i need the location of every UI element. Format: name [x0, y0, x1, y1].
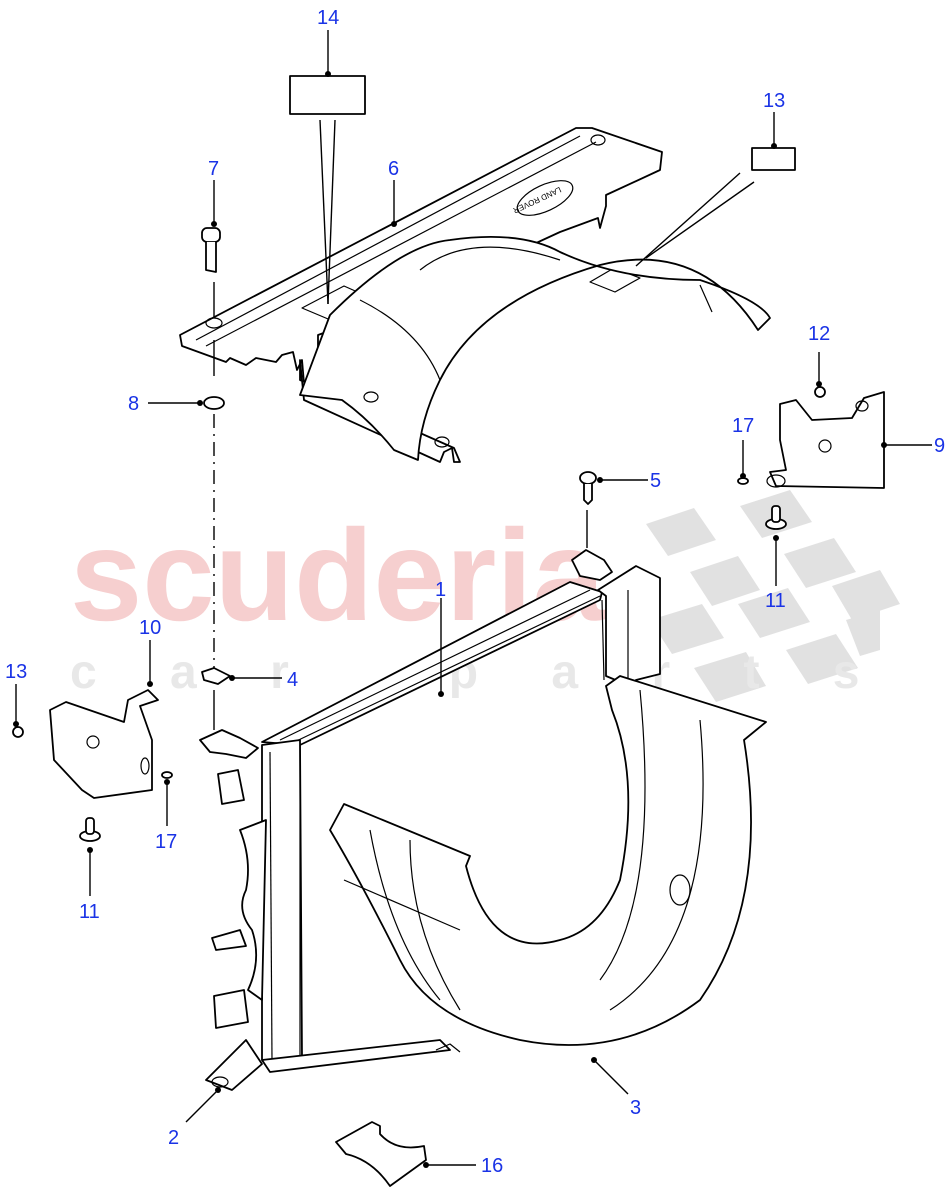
callout-11-left: 11	[79, 901, 100, 923]
callout-11-right: 11	[765, 590, 786, 612]
part-4-clip-nut	[201, 667, 231, 730]
callout-7: 7	[208, 158, 219, 180]
part-15-label-box	[289, 75, 366, 305]
callout-8: 8	[128, 393, 139, 415]
callout-9: 9	[934, 435, 945, 457]
callout-14: 13	[763, 90, 785, 112]
callout-4: 4	[287, 669, 298, 691]
callout-17-right: 17	[732, 415, 754, 437]
part-13-nut	[12, 726, 24, 738]
part-11-stud-right	[765, 505, 787, 530]
callout-16: 16	[481, 1155, 503, 1177]
part-12-nut	[814, 386, 826, 398]
part-17-plug-left	[161, 771, 173, 779]
part-10-bracket-left	[49, 689, 159, 799]
part-5-screw	[579, 471, 597, 548]
callout-10: 10	[139, 617, 161, 639]
callout-6: 6	[388, 158, 399, 180]
callout-1: 1	[435, 579, 446, 601]
callout-3: 3	[630, 1097, 641, 1119]
part-1-radiator	[199, 549, 661, 1091]
part-6-upper-fan-cowl: LAND ROVER	[179, 127, 771, 463]
callout-2: 2	[168, 1127, 179, 1149]
watermark: scuderia c a r p a r t s	[70, 490, 900, 702]
callout-15: 14	[317, 7, 339, 29]
part-14-label-box	[635, 147, 796, 267]
checkered-flag-watermark	[646, 490, 900, 702]
part-7-push-rivet	[201, 227, 221, 318]
callout-17-left: 17	[155, 831, 177, 853]
part-16-sleeve	[335, 1121, 427, 1187]
part-9-bracket-right	[766, 391, 885, 489]
part-3-lower-fan-shroud	[329, 675, 767, 1053]
callout-13: 13	[5, 661, 27, 683]
callouts: 14 13 7 6 8 12 9 17 5 11 1 10 13	[5, 7, 945, 1177]
part-8-clip	[203, 340, 225, 668]
callout-12: 12	[808, 323, 830, 345]
callout-5: 5	[650, 470, 661, 492]
part-11-stud-left	[79, 817, 101, 842]
